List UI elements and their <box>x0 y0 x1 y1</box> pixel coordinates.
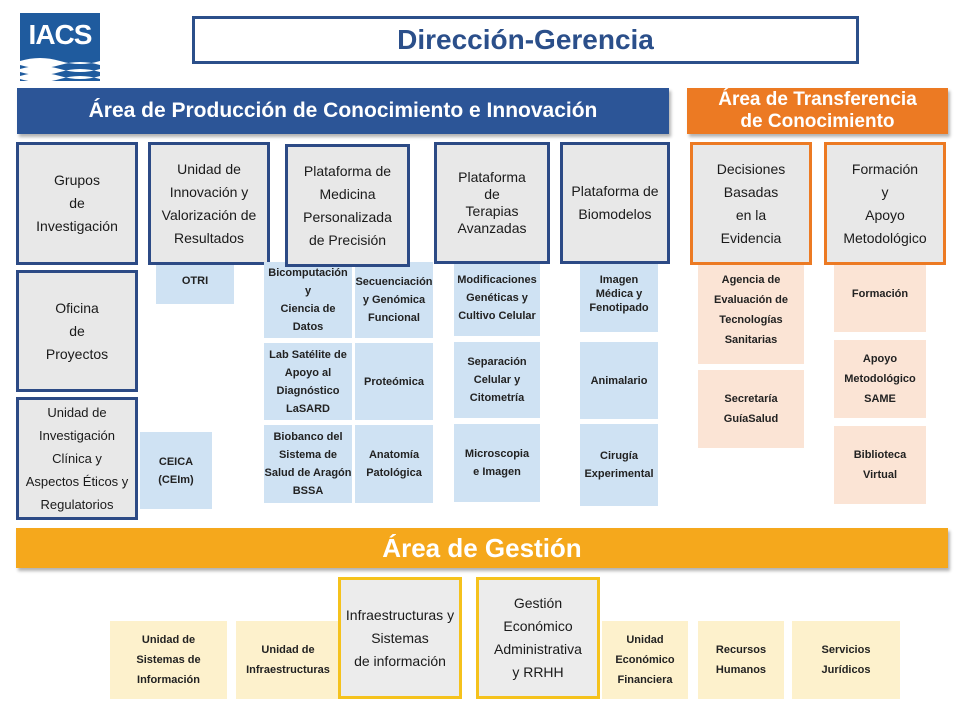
box-oficina-proyectos: Oficina de Proyectos <box>16 270 138 392</box>
page-title: Dirección-Gerencia <box>192 16 859 64</box>
box-decisiones-evidencia: Decisiones Basadas en la Evidencia <box>690 142 812 265</box>
box-agencia-evaluacion: Agencia de Evaluación de Tecnologías San… <box>698 256 804 364</box>
box-proteomica: Proteómica <box>355 343 433 420</box>
box-microscopia: Microscopia e Imagen <box>454 424 540 502</box>
box-lab-satelite: Lab Satélite de Apoyo al Diagnóstico LaS… <box>264 343 352 420</box>
box-biobanco: Biobanco del Sistema de Salud de Aragón … <box>264 425 352 503</box>
box-plataforma-terapias: Plataforma de Terapias Avanzadas <box>434 142 550 264</box>
area-produccion-banner: Área de Producción de Conocimiento e Inn… <box>17 88 669 134</box>
box-secuenciacion: Secuenciación y Genómica Funcional <box>355 262 433 338</box>
box-otri: OTRI <box>156 258 234 304</box>
iacs-logo: IACS <box>20 13 100 81</box>
box-separacion-celular: Separación Celular y Citometría <box>454 342 540 418</box>
box-plataforma-medicina: Plataforma de Medicina Personalizada de … <box>285 144 410 267</box>
area-gestion-banner: Área de Gestión <box>16 528 948 568</box>
box-infraestructuras-sistemas: Infraestructuras y Sistemas de informaci… <box>338 577 462 699</box>
box-unidad-investigacion-clinica: Unidad de Investigación Clínica y Aspect… <box>16 397 138 520</box>
box-servicios-juridicos: Servicios Jurídicos <box>792 621 900 699</box>
box-secretaria-guiasalud: Secretaría GuíaSalud <box>698 370 804 448</box>
box-recursos-humanos: Recursos Humanos <box>698 621 784 699</box>
box-cirugia-experimental: Cirugía Experimental <box>580 424 658 506</box>
box-grupos-investigacion: Grupos de Investigación <box>16 142 138 265</box>
box-plataforma-biomodelos: Plataforma de Biomodelos <box>560 142 670 264</box>
area-transferencia-banner: Área de Transferencia de Conocimiento <box>687 88 948 134</box>
box-anatomia-patologica: Anatomía Patológica <box>355 425 433 503</box>
box-animalario: Animalario <box>580 342 658 419</box>
box-sistemas-informacion: Unidad de Sistemas de Información <box>110 621 227 699</box>
box-gestion-economica: Gestión Económico Administrativa y RRHH <box>476 577 600 699</box>
box-economico-financiera: Unidad Económico Financiera <box>602 621 688 699</box>
box-formacion-apoyo: Formación y Apoyo Metodológico <box>824 142 946 265</box>
box-unidad-infraestructuras: Unidad de Infraestructuras <box>236 621 340 699</box>
box-bicomputacion: Bicomputación y Ciencia de Datos <box>264 262 352 338</box>
box-biblioteca-virtual: Biblioteca Virtual <box>834 426 926 504</box>
box-modificaciones-geneticas: Modificaciones Genéticas y Cultivo Celul… <box>454 260 540 336</box>
box-apoyo-same: Apoyo Metodológico SAME <box>834 340 926 418</box>
box-unidad-innovacion: Unidad de Innovación y Valorización de R… <box>148 142 270 265</box>
box-ceica: CEICA (CEIm) <box>140 432 212 509</box>
box-imagen-medica: Imagen Médica y Fenotipado <box>580 256 658 332</box>
logo-text: IACS <box>28 19 93 50</box>
logo-waves <box>20 58 100 81</box>
box-formacion: Formación <box>834 256 926 332</box>
